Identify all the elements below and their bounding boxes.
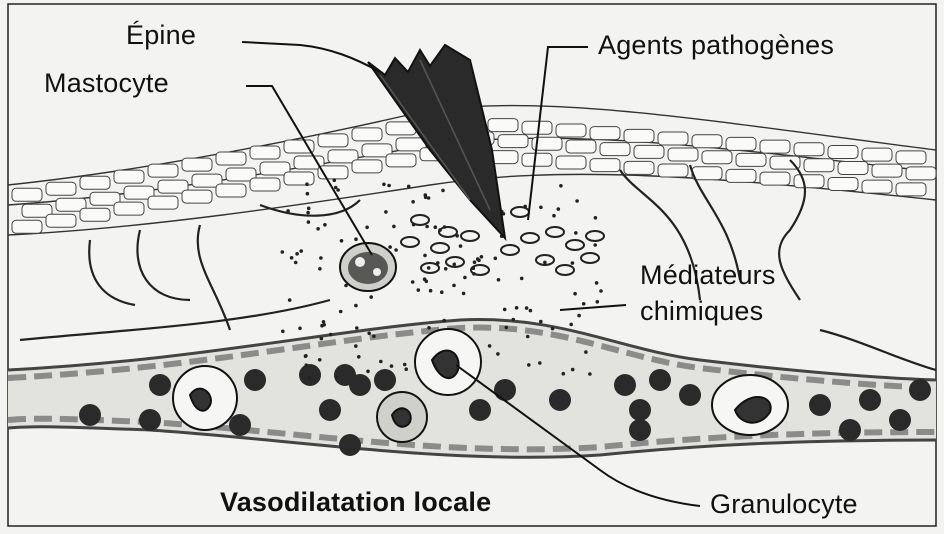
label-agents-pathogenes: Agents pathogènes xyxy=(598,30,834,61)
label-epine: Épine xyxy=(126,20,196,51)
label-mediateurs: Médiateurs xyxy=(640,260,776,291)
label-chimiques: chimiques xyxy=(640,296,763,327)
label-mastocyte: Mastocyte xyxy=(44,68,169,99)
label-granulocyte: Granulocyte xyxy=(710,489,858,520)
label-vasodilatation-locale: Vasodilatation locale xyxy=(220,487,491,518)
thorn xyxy=(368,45,505,238)
